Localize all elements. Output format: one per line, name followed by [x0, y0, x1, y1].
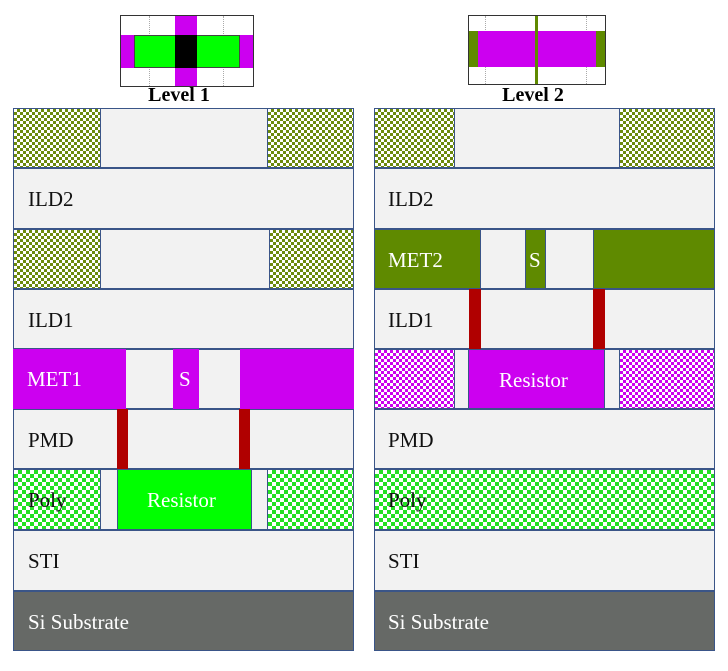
- level2-poly-layer: Poly: [374, 469, 715, 530]
- level1-pmd-label: PMD: [28, 428, 74, 452]
- level1-resistor: Resistor: [117, 469, 252, 530]
- level1-sti-label: STI: [28, 549, 60, 573]
- level1-contact-left: [117, 409, 128, 469]
- level1-sti-layer: STI: [13, 530, 354, 591]
- level2-met2-right: [593, 229, 715, 289]
- level1-substrate-layer: Si Substrate: [13, 591, 354, 651]
- level2-pmd-label: PMD: [388, 428, 434, 452]
- level1-ild2-label: ILD2: [28, 187, 74, 211]
- level1-met2-right: [269, 229, 354, 289]
- level1-thumb-met1-left: [121, 35, 135, 68]
- level1-ild1-label: ILD1: [28, 308, 74, 332]
- level1-met1-left: MET1: [13, 349, 126, 409]
- level2-poly-label: Poly: [388, 488, 427, 512]
- level2-ild2-layer: ILD2: [374, 168, 715, 229]
- level2-substrate-label: Si Substrate: [388, 610, 489, 634]
- level1-resistor-label: Resistor: [147, 488, 216, 512]
- level2-top-metal-right: [619, 108, 715, 168]
- level1-substrate-label: Si Substrate: [28, 610, 129, 634]
- level1-met2-dielectric: [100, 229, 270, 289]
- level2-title: Level 2: [502, 84, 564, 106]
- level2-thumb-met2-left: [469, 31, 479, 67]
- level1-met1-s-label: S: [179, 367, 191, 391]
- level2-top-dielectric: [454, 108, 620, 168]
- level2-met1-right: [619, 349, 715, 409]
- level2-ild1-layer: ILD1: [374, 289, 715, 349]
- level1-poly-left: Poly: [13, 469, 101, 530]
- level1-met1-right: [240, 349, 354, 409]
- level2-met2-label: MET2: [388, 248, 443, 272]
- level2-thumb-strap: [535, 16, 538, 84]
- level1-poly-label: Poly: [28, 488, 67, 512]
- level2-met2-s: S: [525, 229, 546, 289]
- level2-resistor-label: Resistor: [499, 368, 568, 392]
- level1-pmd-layer: PMD: [13, 409, 354, 469]
- level2-met1-left: [374, 349, 455, 409]
- level2-met2-s-label: S: [529, 248, 541, 272]
- level2-via-right: [593, 289, 605, 349]
- level2-sti-label: STI: [388, 549, 420, 573]
- level1-met2-left: [13, 229, 101, 289]
- level1-ild1-layer: ILD1: [13, 289, 354, 349]
- level1-met1-label: MET1: [27, 367, 82, 391]
- level2-ild2-label: ILD2: [388, 187, 434, 211]
- level1-contact-right: [239, 409, 250, 469]
- level2-substrate-layer: Si Substrate: [374, 591, 715, 651]
- level2-pmd-layer: PMD: [374, 409, 715, 469]
- level1-poly-right: [267, 469, 354, 530]
- level1-title: Level 1: [148, 84, 210, 106]
- level2-top-view: [468, 15, 606, 85]
- level2-via-left: [469, 289, 481, 349]
- level2-met2-left: MET2: [374, 229, 481, 289]
- level2-top-metal-left: [374, 108, 455, 168]
- level1-thumb-met1-right: [239, 35, 253, 68]
- level2-resistor: Resistor: [468, 349, 605, 409]
- level1-top-dielectric: [100, 108, 268, 168]
- level2-thumb-met2-right: [595, 31, 605, 67]
- level2-sti-layer: STI: [374, 530, 715, 591]
- level1-top-view: [120, 15, 254, 87]
- level1-thumb-overlap: [175, 35, 197, 68]
- level2-ild1-label: ILD1: [388, 308, 434, 332]
- level1-top-metal-left: [13, 108, 101, 168]
- level1-met1-s: S: [173, 349, 199, 409]
- level1-top-metal-right: [267, 108, 354, 168]
- level1-ild2-layer: ILD2: [13, 168, 354, 229]
